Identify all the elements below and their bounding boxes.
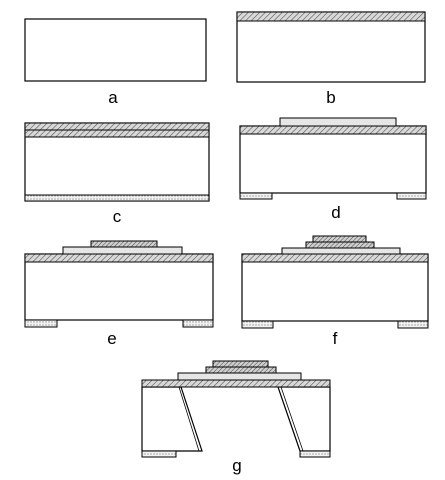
substrate [236, 11, 426, 83]
panel-c: c [24, 122, 210, 226]
panel-d: d [239, 117, 427, 222]
left-etch-wall-inner [178, 386, 200, 452]
bottom-pad-left [239, 192, 273, 200]
panel-b: b [236, 11, 426, 107]
bottom-pad-left [141, 450, 177, 458]
top-film-layer-2 [24, 129, 210, 138]
bottom-pad-right [182, 319, 214, 328]
top-electrode-layer [212, 360, 269, 368]
membrane-layer [141, 379, 331, 388]
bottom-pad-left [241, 320, 274, 329]
panel-label-a: a [108, 88, 118, 107]
panel-label-f: f [333, 329, 338, 348]
substrate [239, 125, 427, 194]
left-etched-substrate [141, 386, 203, 452]
electrode-layer [90, 240, 158, 248]
panel-label-g: g [232, 456, 241, 475]
panel-f: f [241, 235, 429, 348]
top-film-layer [241, 253, 429, 263]
panel-a: a [24, 18, 207, 107]
right-etch-wall-inner [280, 386, 304, 452]
top-film-layer [239, 125, 427, 135]
substrate [241, 253, 429, 322]
substrate [24, 18, 207, 82]
substrate [24, 253, 214, 321]
patterned-layer [281, 247, 401, 255]
right-etched-substrate [277, 386, 331, 452]
top-film-layer [24, 253, 214, 263]
panel-label-c: c [113, 207, 122, 226]
bottom-pad-right [396, 192, 427, 200]
panel-e: e [24, 240, 214, 348]
top-electrode-layer [312, 235, 367, 243]
panel-g: g [141, 360, 331, 475]
bottom-pad-right [397, 320, 429, 329]
patterned-layer [279, 117, 397, 127]
electrode-layer [305, 241, 375, 249]
top-film-layer [236, 11, 426, 22]
bottom-film-layer [24, 194, 210, 202]
top-film-layer-1 [24, 122, 210, 131]
bottom-pad-left [24, 319, 58, 328]
patterned-layer [62, 246, 183, 255]
electrode-layer [205, 366, 277, 374]
bottom-pad-right [299, 450, 331, 458]
panel-label-e: e [107, 329, 116, 348]
patterned-layer [177, 372, 302, 381]
panel-label-d: d [331, 203, 340, 222]
panel-label-b: b [326, 88, 335, 107]
